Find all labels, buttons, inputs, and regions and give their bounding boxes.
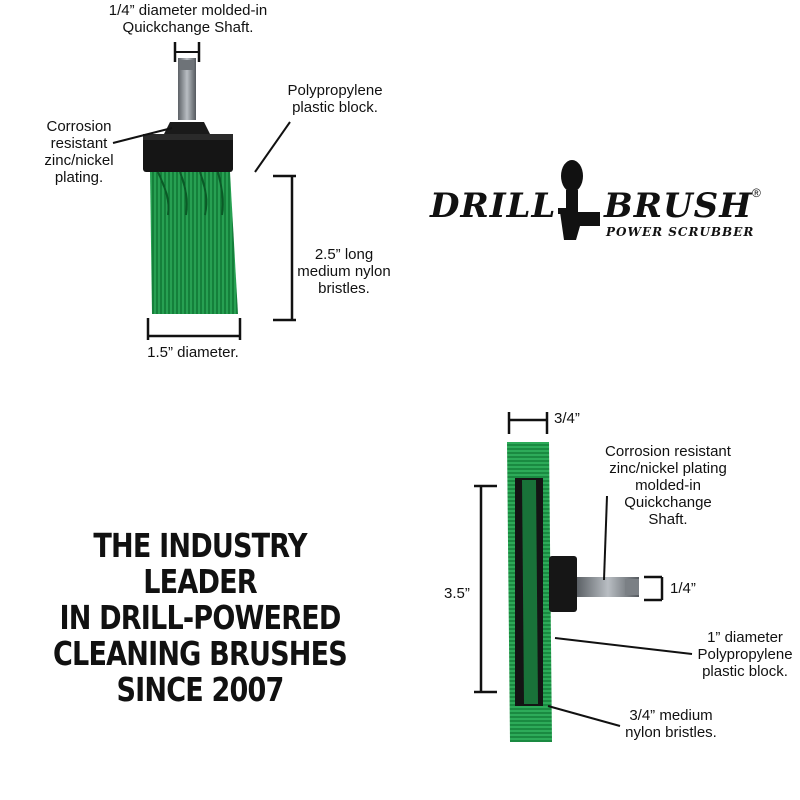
block-label-line: plastic block.	[292, 99, 378, 116]
shaft-label-line: Quickchange Shaft.	[122, 19, 254, 36]
cylinder-brush-image	[143, 58, 238, 314]
headline-line: CLEANING BRUSHES	[53, 634, 348, 673]
block-pointer	[254, 121, 291, 173]
wheel-shaft-marker	[644, 575, 664, 602]
headline-line: IN DRILL-POWERED	[59, 598, 341, 637]
registered-mark: ®	[752, 186, 761, 200]
plating-label: Corrosion resistant zinc/nickel plating.	[30, 118, 128, 186]
logo-word-drill: DRILL	[430, 186, 557, 226]
wheel-plating-line: molded-in	[635, 477, 701, 494]
wheel-bristles-line: 3/4” medium	[629, 707, 713, 724]
logo-tagline: POWER SCRUBBER	[606, 225, 755, 239]
headline-line: SINCE 2007	[116, 670, 284, 709]
shaft-dimension-marker	[173, 42, 201, 62]
diameter-label: 1.5” diameter.	[147, 344, 239, 361]
wheel-block-line: 1” diameter	[707, 629, 783, 646]
wheel-block-line: Polypropylene	[697, 646, 793, 663]
wheel-shaft-label: 1/4”	[670, 580, 696, 597]
wheel-block-label: 1” diameter Polypropylene plastic block.	[692, 629, 798, 680]
wheel-plating-line: Quickchange	[624, 494, 712, 511]
plating-label-line: Corrosion	[46, 118, 112, 135]
wheel-plating-line: zinc/nickel plating	[609, 460, 727, 477]
wheel-bristles-pointer	[547, 705, 621, 727]
wheel-plating-line: Corrosion resistant	[605, 443, 731, 460]
diameter-marker	[146, 318, 242, 340]
bristles	[150, 172, 238, 314]
block-label-line: Polypropylene	[287, 82, 383, 99]
wheel-block-line: plastic block.	[702, 663, 788, 680]
wheel-bristles-label: 3/4” medium nylon bristles.	[612, 707, 730, 741]
plating-pointer	[112, 127, 173, 144]
wheel-width-marker	[507, 412, 549, 434]
wheel-plating-label: Corrosion resistant zinc/nickel plating …	[588, 443, 748, 528]
logo-word-brush: BRUSH	[604, 186, 753, 226]
wheel-height-marker	[474, 484, 497, 694]
headline: THE INDUSTRY LEADER IN DRILL-POWERED CLE…	[52, 526, 348, 709]
plating-label-line: zinc/nickel	[44, 152, 114, 169]
wheel-shaft	[577, 577, 639, 597]
headline-line: THE INDUSTRY LEADER	[93, 526, 307, 601]
wheel-plating-pointer	[603, 495, 608, 581]
bristle-length-marker	[273, 174, 296, 322]
bristles-label-line: medium nylon	[297, 263, 391, 280]
bristles-label: 2.5” long medium nylon bristles.	[280, 246, 408, 297]
wheel-plating-line: Shaft.	[648, 511, 688, 528]
shaft-collar	[164, 122, 210, 134]
plating-label-line: plating.	[54, 169, 104, 186]
wheel-hub	[549, 556, 577, 612]
plating-label-line: resistant	[50, 135, 108, 152]
hex-shaft	[178, 58, 196, 120]
bristles-label-line: bristles.	[318, 280, 370, 297]
wheel-height-label: 3.5”	[444, 585, 470, 602]
logo-drill-figure	[558, 160, 600, 240]
wheel-bristles-line: nylon bristles.	[625, 724, 717, 741]
wheel-block-pointer	[554, 637, 693, 655]
shaft-label-line: 1/4” diameter molded-in	[108, 2, 268, 19]
bristles-label-line: 2.5” long	[314, 246, 374, 263]
shaft-label: 1/4” diameter molded-in Quickchange Shaf…	[98, 2, 278, 36]
wheel-width-label: 3/4”	[554, 410, 580, 427]
plastic-block	[143, 134, 233, 172]
block-label: Polypropylene plastic block.	[272, 82, 398, 116]
wheel-brush-image	[507, 442, 639, 742]
